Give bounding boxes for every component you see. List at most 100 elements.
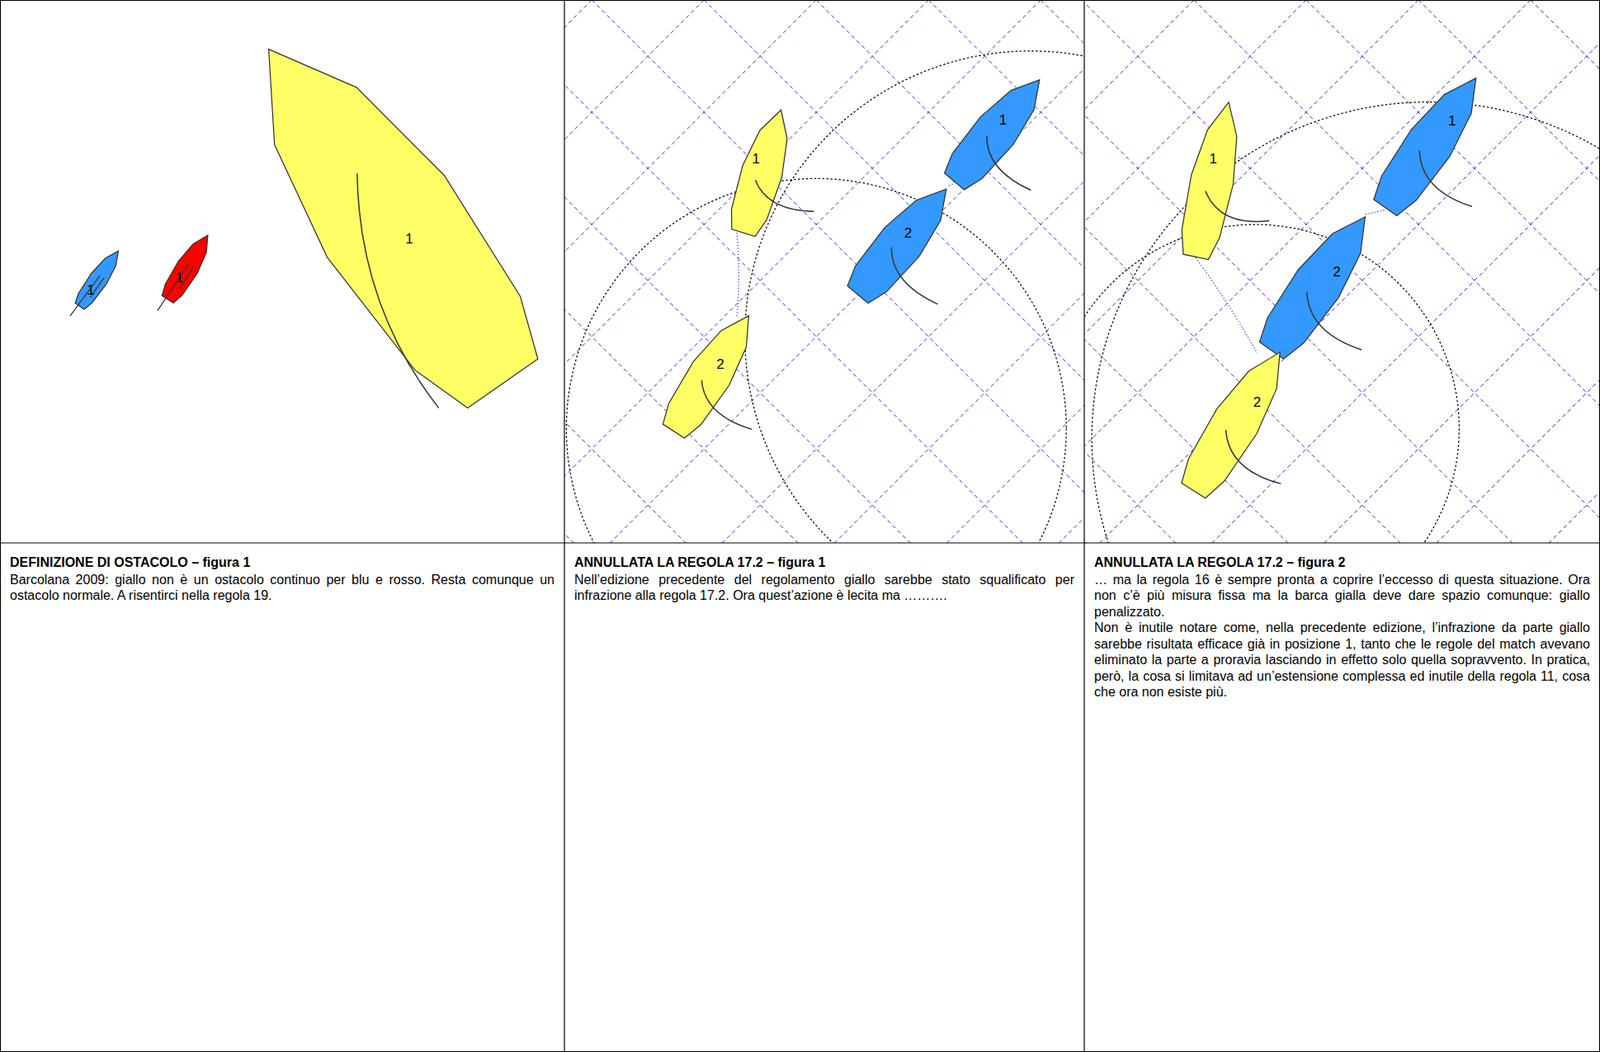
grid	[564, 0, 1086, 543]
grid-line	[1085, 0, 1460, 543]
grid-line	[1085, 0, 1531, 543]
range-circle	[1091, 102, 1600, 543]
grid-line	[663, 0, 1086, 543]
boat	[1175, 98, 1292, 271]
boom-line	[879, 247, 947, 308]
cell-heading: ANNULLATA LA REGOLA 17.2 – figura 2	[1094, 554, 1591, 572]
grid-line	[1085, 0, 1572, 543]
boom-line	[1407, 150, 1482, 211]
grid-line	[1085, 0, 1419, 543]
grid-line	[564, 0, 1086, 543]
grid-line	[1085, 0, 1600, 543]
cell-body: Non è inutile notare come, nella precede…	[1094, 619, 1591, 701]
grid-line	[564, 0, 817, 543]
grid-line	[887, 0, 1086, 543]
grid-line	[1000, 0, 1086, 543]
hull	[840, 174, 964, 310]
table-rule	[1599, 0, 1600, 1052]
grid-line	[1085, 0, 1600, 543]
callout-number: 1	[752, 151, 760, 166]
cell-heading: DEFINIZIONE DI OSTACOLO – figura 1	[9, 554, 555, 572]
boat	[723, 103, 840, 251]
callout-number: 1	[1448, 113, 1456, 128]
grid-line	[564, 0, 858, 543]
cell-body: … ma la regola 16 è sempre pronta a copr…	[1094, 571, 1591, 621]
hull	[656, 303, 767, 443]
grid-line	[1377, 0, 1600, 543]
hull	[210, 8, 562, 425]
boom-line	[1214, 429, 1290, 489]
callout-number: 1	[175, 270, 184, 285]
track-line	[1194, 254, 1258, 354]
grid-line	[564, 0, 1041, 543]
callout-number: 2	[904, 225, 912, 240]
boat	[1173, 339, 1340, 529]
grid-line	[1489, 0, 1600, 543]
table-rule	[0, 0, 1, 1052]
cell-body: Barcolana 2009: giallo non è un ostacolo…	[9, 571, 555, 605]
track-line	[1365, 209, 1387, 215]
boom-line	[750, 179, 818, 216]
grid-line	[564, 0, 1086, 543]
grid-line	[564, 0, 704, 543]
grid-line	[1418, 0, 1600, 543]
boom-line	[70, 274, 100, 317]
boom-line	[1294, 291, 1372, 354]
hull	[1175, 98, 1251, 262]
sketch	[0, 0, 1600, 776]
callout-number: 1	[405, 231, 413, 246]
text-cell: ANNULLATA LA REGOLA 17.2 – figura 2… ma …	[1085, 544, 1599, 1051]
track-line	[736, 232, 739, 319]
callout-number: 1	[86, 283, 95, 298]
grid-line	[1085, 0, 1307, 543]
callout-number: 1	[999, 112, 1007, 127]
cell-body: Nell’edizione precedente del regolamento…	[574, 571, 1075, 605]
range-circle	[745, 51, 1086, 543]
boom-line	[1201, 191, 1274, 227]
grid-line	[1085, 0, 1124, 543]
boom-line	[975, 136, 1039, 194]
boat	[656, 303, 803, 467]
hull	[1365, 64, 1496, 222]
callout-number: 2	[1332, 264, 1341, 279]
hull	[1251, 202, 1386, 365]
grid-line	[775, 0, 1086, 543]
boat	[210, 8, 562, 425]
track-line	[357, 173, 439, 408]
text-cell: DEFINIZIONE DI OSTACOLO – figura 1Barcol…	[1, 544, 563, 1051]
boom-line	[157, 262, 189, 312]
grid-line	[1085, 0, 1195, 543]
boat	[938, 66, 1090, 223]
table-rule	[0, 542, 1600, 543]
hull	[158, 229, 218, 306]
grid-line	[1530, 0, 1600, 543]
track-line	[948, 181, 954, 186]
text-cell: ANNULLATA LA REGOLA 17.2 – figura 1Nell’…	[566, 544, 1083, 1051]
hull	[1173, 339, 1300, 504]
grid-line	[564, 0, 970, 543]
boom-line	[691, 380, 760, 434]
callout-number: 2	[716, 357, 724, 372]
boat	[150, 229, 218, 319]
grid-line	[1194, 0, 1600, 543]
boat	[1365, 64, 1534, 248]
grid	[1085, 0, 1600, 543]
grid-line	[564, 0, 1082, 543]
table-rule	[1083, 0, 1085, 1052]
table-rule	[0, 1051, 1600, 1052]
grid-line	[564, 0, 746, 543]
grid-line	[928, 0, 1085, 543]
table-rule	[0, 0, 1600, 1]
boat	[840, 174, 999, 339]
boat	[64, 245, 126, 323]
hull	[723, 103, 801, 239]
table-rule	[563, 0, 565, 1052]
grid-line	[564, 0, 1086, 543]
grid-line	[1152, 0, 1600, 543]
callout-number: 1	[1209, 151, 1218, 166]
grid-line	[1040, 0, 1085, 543]
hull	[938, 66, 1057, 196]
grid-line	[703, 0, 1085, 543]
